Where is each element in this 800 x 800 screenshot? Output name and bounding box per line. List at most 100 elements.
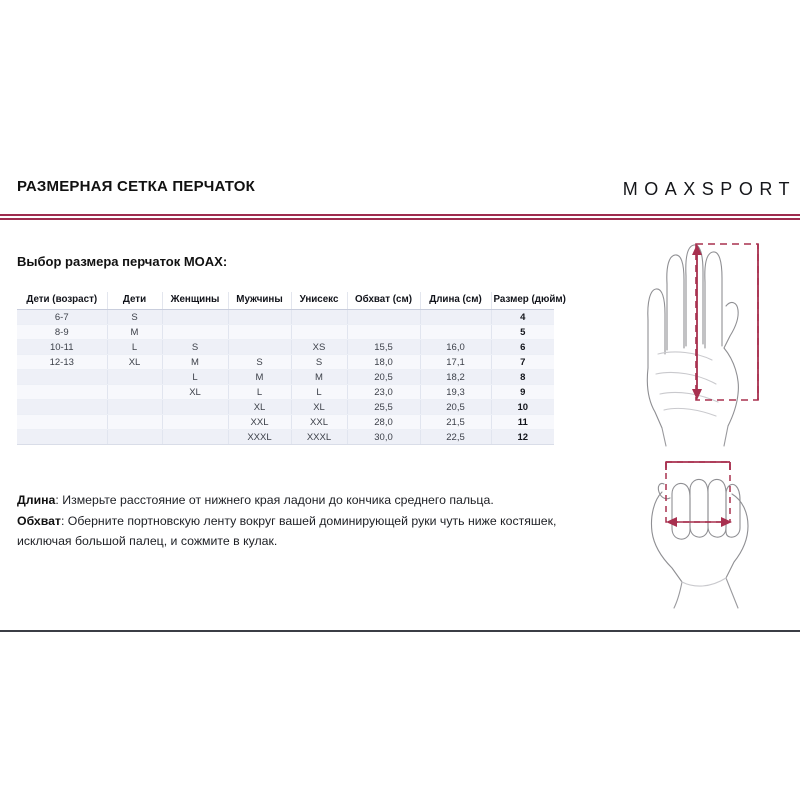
cell-men: XXXL <box>228 429 292 445</box>
cell-unisex: XL <box>291 399 348 415</box>
cell-women: XL <box>162 384 229 400</box>
cell-length: 16,0 <box>420 339 492 355</box>
cell-men: S <box>228 354 292 370</box>
cell-unisex <box>291 309 348 325</box>
table-row: 6-7 S 4 <box>17 309 554 325</box>
cell-kids <box>107 429 163 445</box>
cell-size-inch: 8 <box>491 369 554 385</box>
column-header-kids-age: Дети (возраст) <box>17 292 108 310</box>
column-header-women: Женщины <box>162 292 229 310</box>
cell-girth: 18,0 <box>347 354 421 370</box>
cell-women <box>162 309 229 325</box>
header-divider-line-top <box>0 214 800 216</box>
cell-length: 18,2 <box>420 369 492 385</box>
cell-kids-age <box>17 369 108 385</box>
note-girth-text: : Оберните портновскую ленту вокруг ваше… <box>17 513 557 549</box>
cell-length <box>420 309 492 325</box>
cell-kids-age <box>17 384 108 400</box>
open-hand-length-measurement-diagram <box>600 228 800 450</box>
cell-size-inch: 5 <box>491 324 554 340</box>
table-row: XXXL XXXL 30,0 22,5 12 <box>17 429 554 445</box>
cell-size-inch: 6 <box>491 339 554 355</box>
table-row: 8-9 M 5 <box>17 324 554 340</box>
table-header-row: Дети (возраст) Дети Женщины Мужчины Унис… <box>17 292 566 310</box>
cell-girth: 15,5 <box>347 339 421 355</box>
cell-length <box>420 324 492 340</box>
cell-women: M <box>162 354 229 370</box>
cell-kids <box>107 414 163 430</box>
cell-girth: 25,5 <box>347 399 421 415</box>
fist-girth-measurement-diagram <box>622 442 800 622</box>
column-header-size-inch: Размер (дюйм) <box>491 292 566 310</box>
cell-girth <box>347 324 421 340</box>
cell-unisex: L <box>291 384 348 400</box>
cell-men: XL <box>228 399 292 415</box>
cell-unisex <box>291 324 348 340</box>
cell-women <box>162 414 229 430</box>
cell-girth: 28,0 <box>347 414 421 430</box>
table-row: XL XL 25,5 20,5 10 <box>17 399 554 415</box>
cell-kids-age <box>17 399 108 415</box>
table-row: XL L L 23,0 19,3 9 <box>17 384 554 400</box>
cell-unisex: M <box>291 369 348 385</box>
cell-men <box>228 309 292 325</box>
cell-kids-age: 10-11 <box>17 339 108 355</box>
cell-kids-age <box>17 414 108 430</box>
cell-size-inch: 7 <box>491 354 554 370</box>
section-subtitle: Выбор размера перчаток MOAX: <box>17 254 228 269</box>
cell-kids <box>107 384 163 400</box>
note-girth: Обхват: Оберните портновскую ленту вокру… <box>17 511 597 552</box>
cell-girth: 20,5 <box>347 369 421 385</box>
cell-kids-age <box>17 429 108 445</box>
cell-length: 22,5 <box>420 429 492 445</box>
header-divider <box>0 214 800 220</box>
cell-length: 17,1 <box>420 354 492 370</box>
cell-size-inch: 4 <box>491 309 554 325</box>
cell-kids: L <box>107 339 163 355</box>
cell-length: 21,5 <box>420 414 492 430</box>
cell-girth: 30,0 <box>347 429 421 445</box>
cell-kids-age: 6-7 <box>17 309 108 325</box>
cell-unisex: XS <box>291 339 348 355</box>
column-header-girth-cm: Обхват (см) <box>347 292 421 310</box>
cell-men <box>228 339 292 355</box>
cell-men: M <box>228 369 292 385</box>
note-length-label: Длина <box>17 493 56 507</box>
cell-women: L <box>162 369 229 385</box>
cell-women <box>162 399 229 415</box>
cell-length: 19,3 <box>420 384 492 400</box>
column-header-length-cm: Длина (см) <box>420 292 492 310</box>
table-row: 10-11 L S XS 15,5 16,0 6 <box>17 339 554 355</box>
cell-unisex: XXXL <box>291 429 348 445</box>
cell-men: XXL <box>228 414 292 430</box>
column-header-unisex: Унисекс <box>291 292 348 310</box>
cell-unisex: S <box>291 354 348 370</box>
measurement-instructions: Длина: Измерьте расстояние от нижнего кр… <box>17 490 597 552</box>
cell-kids <box>107 369 163 385</box>
cell-girth: 23,0 <box>347 384 421 400</box>
cell-unisex: XXL <box>291 414 348 430</box>
cell-length: 20,5 <box>420 399 492 415</box>
cell-size-inch: 11 <box>491 414 554 430</box>
cell-girth <box>347 309 421 325</box>
note-length-text: : Измерьте расстояние от нижнего края ла… <box>55 493 494 507</box>
cell-men <box>228 324 292 340</box>
cell-kids: M <box>107 324 163 340</box>
cell-size-inch: 12 <box>491 429 554 445</box>
cell-size-inch: 10 <box>491 399 554 415</box>
note-girth-label: Обхват <box>17 513 61 528</box>
table-body: 6-7 S 4 8-9 M 5 10-11 L <box>17 309 554 445</box>
table-row: XXL XXL 28,0 21,5 11 <box>17 414 554 430</box>
cell-women <box>162 429 229 445</box>
cell-kids: S <box>107 309 163 325</box>
note-length: Длина: Измерьте расстояние от нижнего кр… <box>17 490 597 511</box>
table-row: L M M 20,5 18,2 8 <box>17 369 554 385</box>
size-chart-table: Дети (возраст) Дети Женщины Мужчины Унис… <box>17 292 566 445</box>
page-title: РАЗМЕРНАЯ СЕТКА ПЕРЧАТОК <box>17 178 256 195</box>
column-header-men: Мужчины <box>228 292 292 310</box>
cell-kids-age: 8-9 <box>17 324 108 340</box>
header-divider-line-bottom <box>0 218 800 220</box>
cell-kids-age: 12-13 <box>17 354 108 370</box>
cell-men: L <box>228 384 292 400</box>
